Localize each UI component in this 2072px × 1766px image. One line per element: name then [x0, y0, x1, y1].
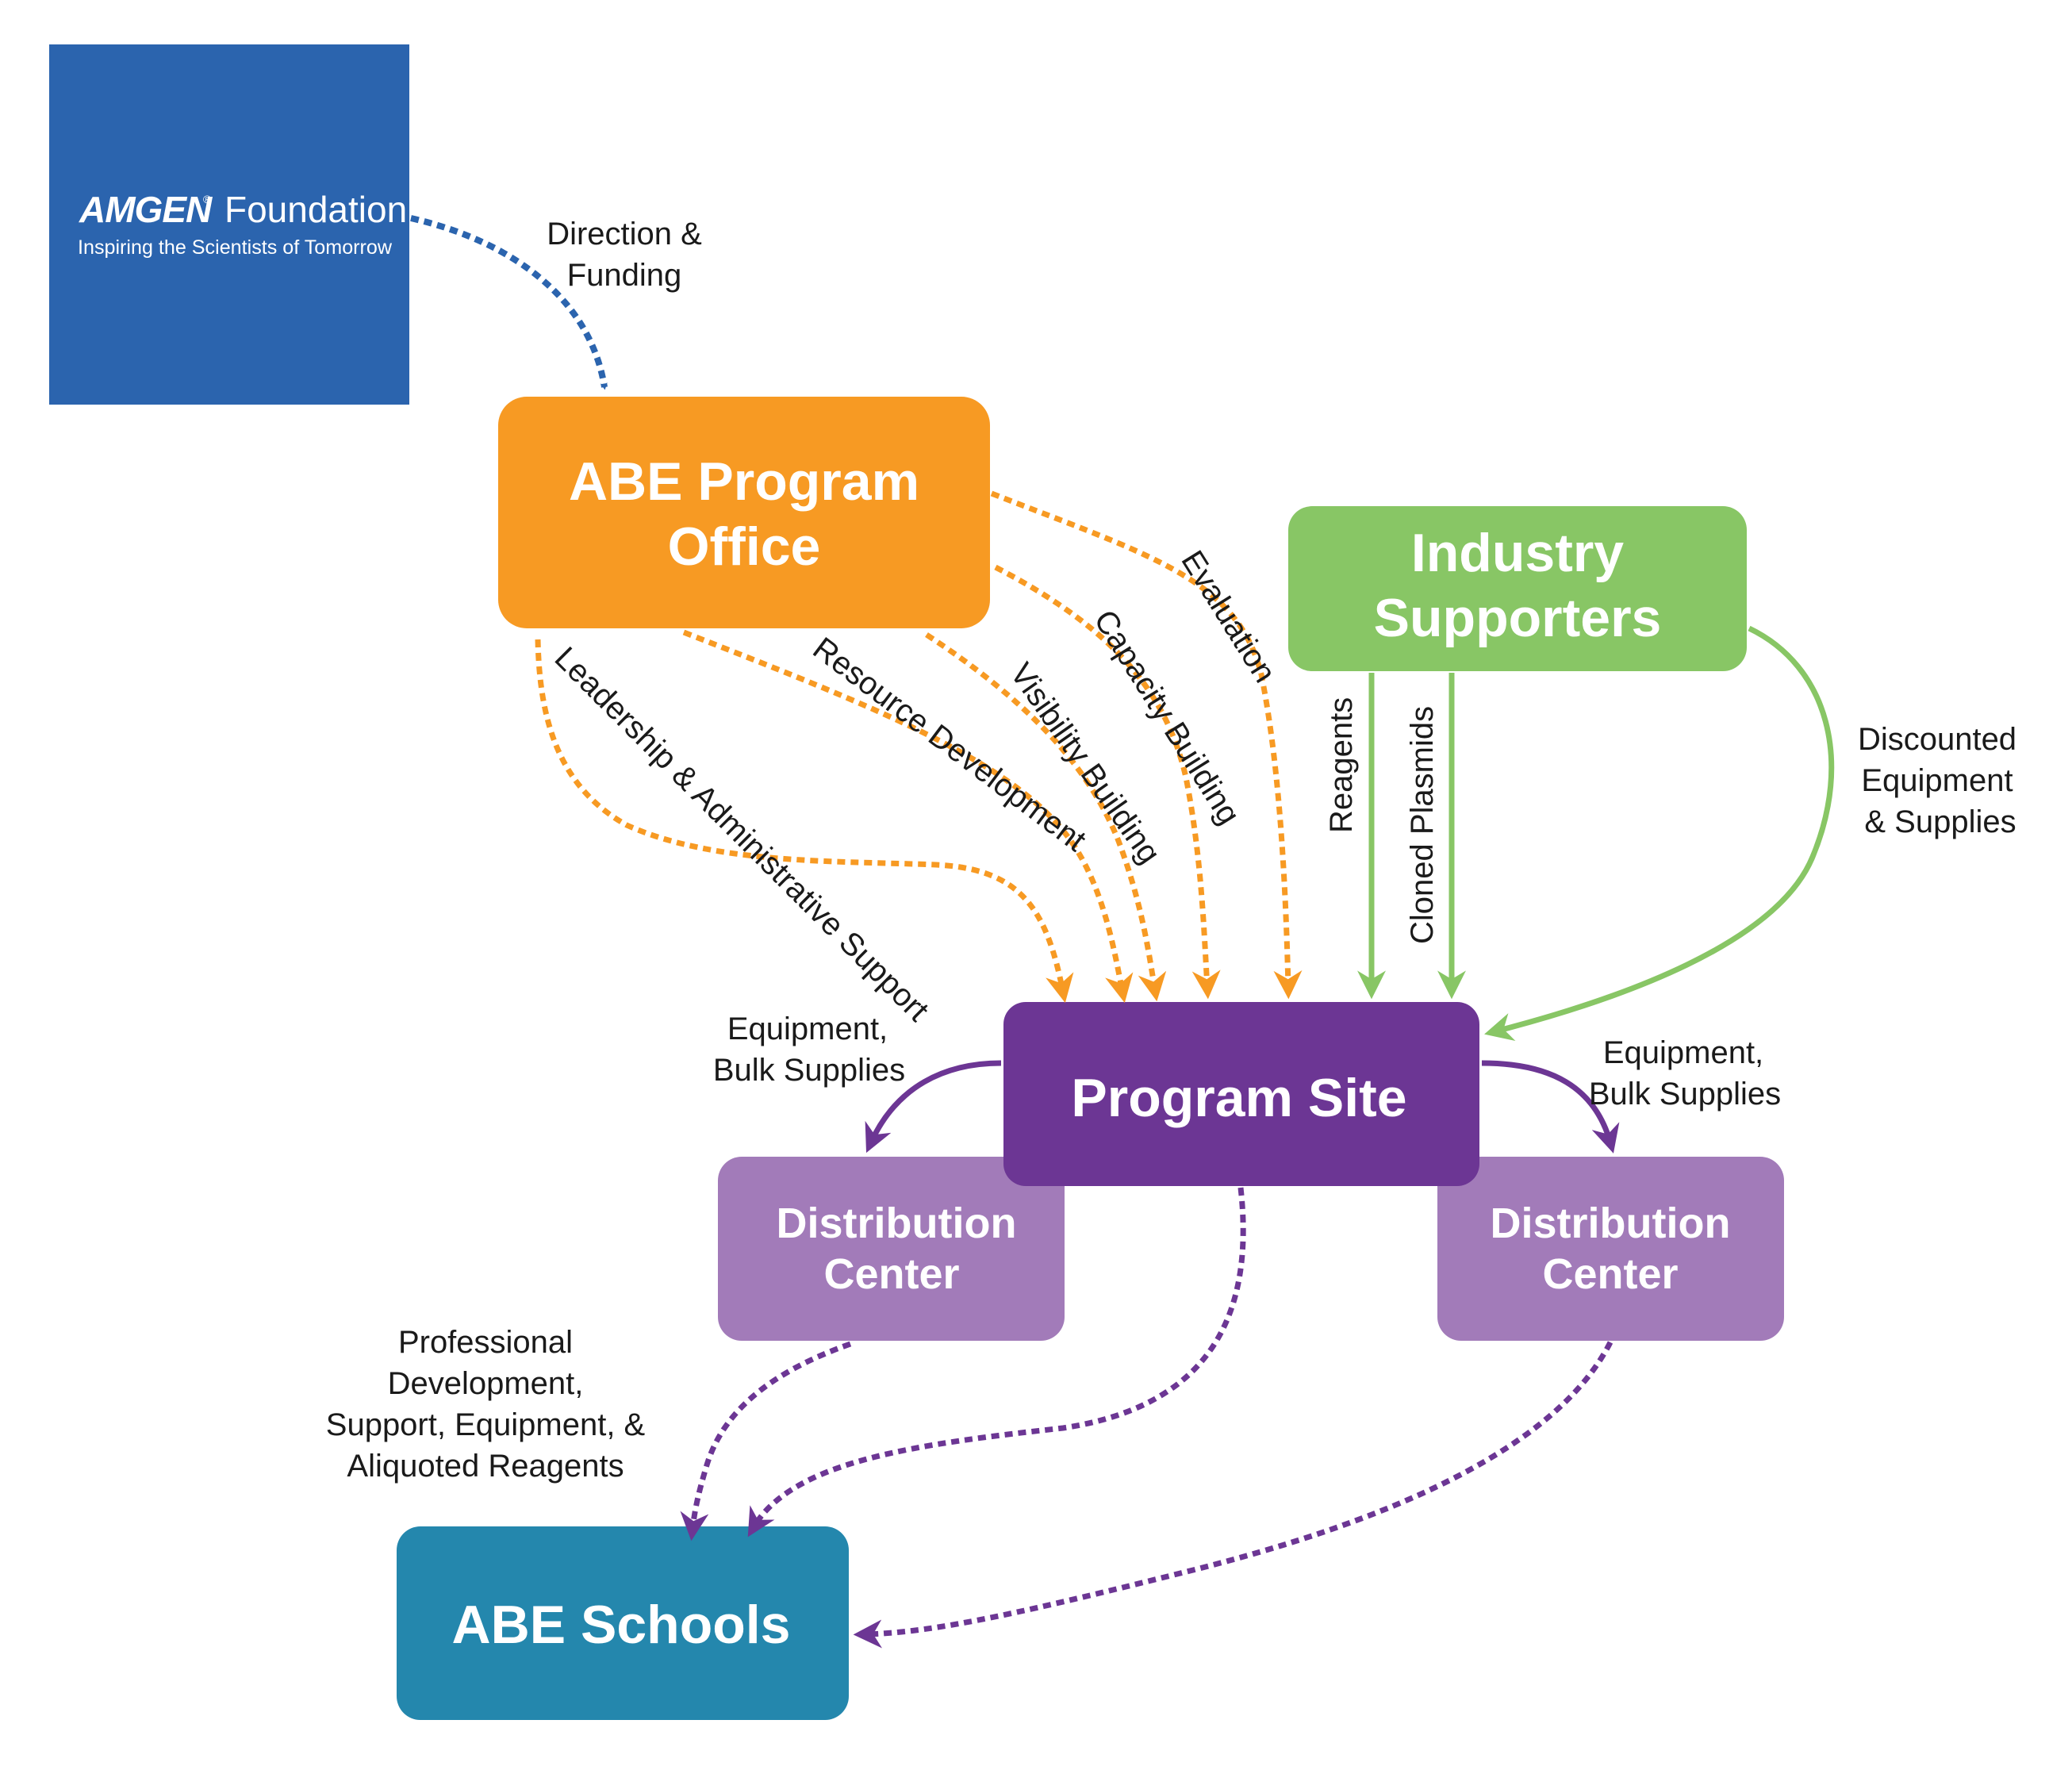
abe-program-office-title-line2: Office [668, 516, 821, 577]
label-equip-left-line2: Bulk Supplies [713, 1053, 905, 1088]
distribution-center-right-line2: Center [1542, 1250, 1678, 1298]
label-professional-line2: Development, [388, 1366, 584, 1401]
arrow-visibility-building [925, 632, 1167, 1002]
label-discounted-line3: & Supplies [1864, 804, 2016, 839]
distribution-center-right-box [1437, 1157, 1784, 1341]
abe-program-office-title-line1: ABE Program [569, 451, 919, 512]
label-equip-right-line2: Bulk Supplies [1589, 1077, 1781, 1111]
label-resource-development: Resource Development [807, 631, 1092, 858]
program-site-node: Program Site [1003, 1002, 1479, 1186]
distribution-center-right-line1: Distribution [1491, 1200, 1731, 1247]
amgen-registered-mark: ® [203, 193, 212, 205]
amgen-logo-box [49, 44, 409, 405]
industry-supporters-title-line1: Industry [1411, 523, 1624, 583]
label-direction-funding-line1: Direction & [547, 217, 702, 251]
arrow-program-site-to-schools [747, 1187, 1246, 1538]
label-discounted-line2: Equipment [1861, 763, 2013, 798]
label-professional-line4: Aliquoted Reagents [347, 1449, 624, 1484]
label-equip-left-line1: Equipment, [727, 1012, 888, 1046]
industry-supporters-box [1288, 506, 1747, 671]
distribution-center-left-node: Distribution Center [718, 1157, 1065, 1341]
arrow-direction-funding [410, 215, 608, 390]
label-cloned-plasmids: Cloned Plasmids [1405, 706, 1440, 944]
arrow-capacity-building [994, 564, 1221, 1000]
amgen-wordmark: AMGEN [79, 189, 213, 230]
label-reagents: Reagents [1324, 697, 1359, 833]
arrow-dist-right-to-schools [853, 1341, 1613, 1649]
abe-schools-node: ABE Schools [397, 1526, 849, 1720]
distribution-center-left-line2: Center [823, 1250, 959, 1298]
abe-schools-box [397, 1526, 849, 1720]
arrow-discounted-equipment [1484, 625, 1835, 1042]
program-site-title: Program Site [1071, 1068, 1406, 1128]
arrow-equipment-right [1481, 1060, 1620, 1154]
abe-program-office-box [498, 397, 990, 628]
arrow-equipment-left [865, 1060, 1002, 1154]
arrow-leadership-support [535, 639, 1074, 1004]
arrow-dist-left-to-schools [680, 1341, 852, 1541]
label-evaluation: Evaluation [1174, 544, 1282, 689]
label-professional-line1: Professional [398, 1325, 573, 1360]
industry-supporters-title-line2: Supporters [1374, 588, 1662, 648]
amgen-foundation-word: Foundation [224, 189, 407, 230]
amgen-tagline: Inspiring the Scientists of Tomorrow [78, 236, 393, 259]
distribution-center-right-node: Distribution Center [1437, 1157, 1784, 1341]
distribution-center-left-box [718, 1157, 1065, 1341]
program-site-box [1003, 1002, 1479, 1186]
label-discounted-line1: Discounted [1858, 722, 2016, 757]
distribution-center-left-line1: Distribution [777, 1200, 1017, 1247]
industry-supporters-node: Industry Supporters [1288, 506, 1747, 671]
label-direction-funding-line2: Funding [567, 258, 682, 293]
arrow-evaluation [990, 490, 1303, 1000]
label-professional-line3: Support, Equipment, & [326, 1407, 646, 1442]
label-equip-right-line1: Equipment, [1603, 1035, 1763, 1070]
amgen-foundation-node: AMGEN ® Foundation Inspiring the Scienti… [49, 44, 409, 405]
abe-program-office-node: ABE Program Office [498, 397, 990, 628]
abe-schools-title: ABE Schools [452, 1595, 791, 1655]
arrow-resource-development [682, 629, 1134, 1004]
